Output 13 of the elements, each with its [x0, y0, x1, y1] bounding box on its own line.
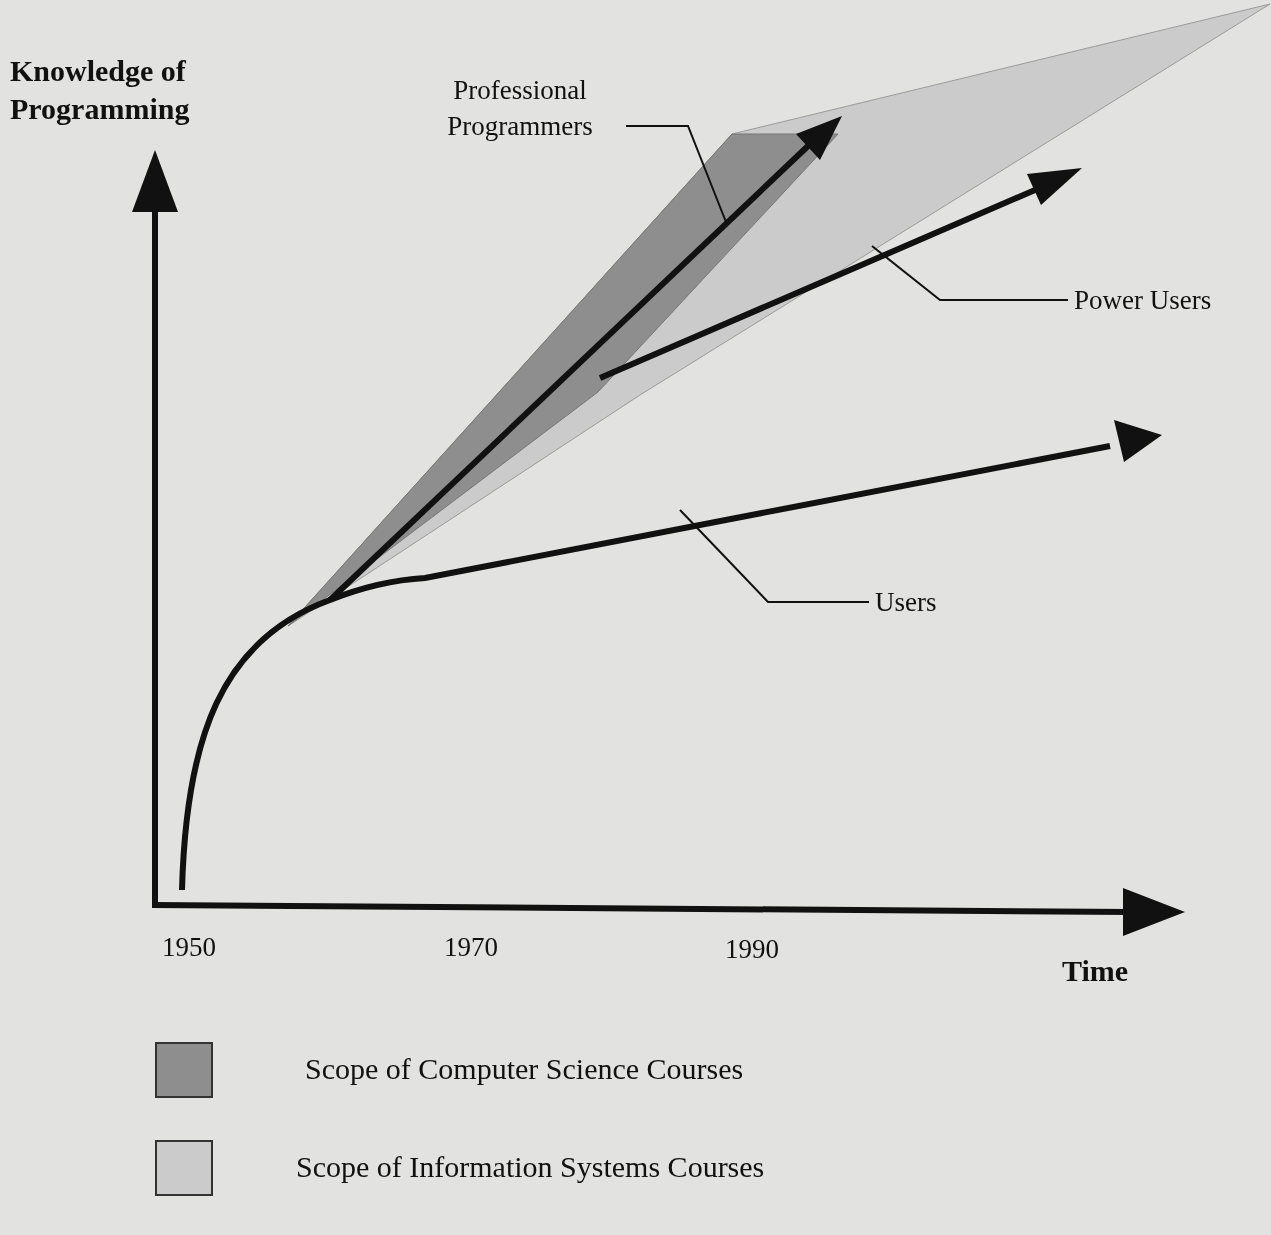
- axis-title: Time: [1062, 954, 1129, 988]
- tick-label: 1990: [725, 933, 779, 966]
- axis-title: Knowledge of Programming: [10, 53, 191, 127]
- tick-label: 1950: [162, 931, 216, 964]
- leader-line: [625, 125, 727, 223]
- curve-label: Power Users: [1074, 282, 1212, 318]
- leader-line: [679, 509, 870, 603]
- legend-label: Scope of Computer Science Courses: [305, 1052, 744, 1086]
- tick-label: 1970: [444, 931, 498, 964]
- leader-line: [871, 245, 1069, 301]
- curve-label: Users: [875, 584, 937, 620]
- curve-label: Professional Programmers: [420, 72, 620, 144]
- legend-label: Scope of Information Systems Courses: [296, 1150, 765, 1184]
